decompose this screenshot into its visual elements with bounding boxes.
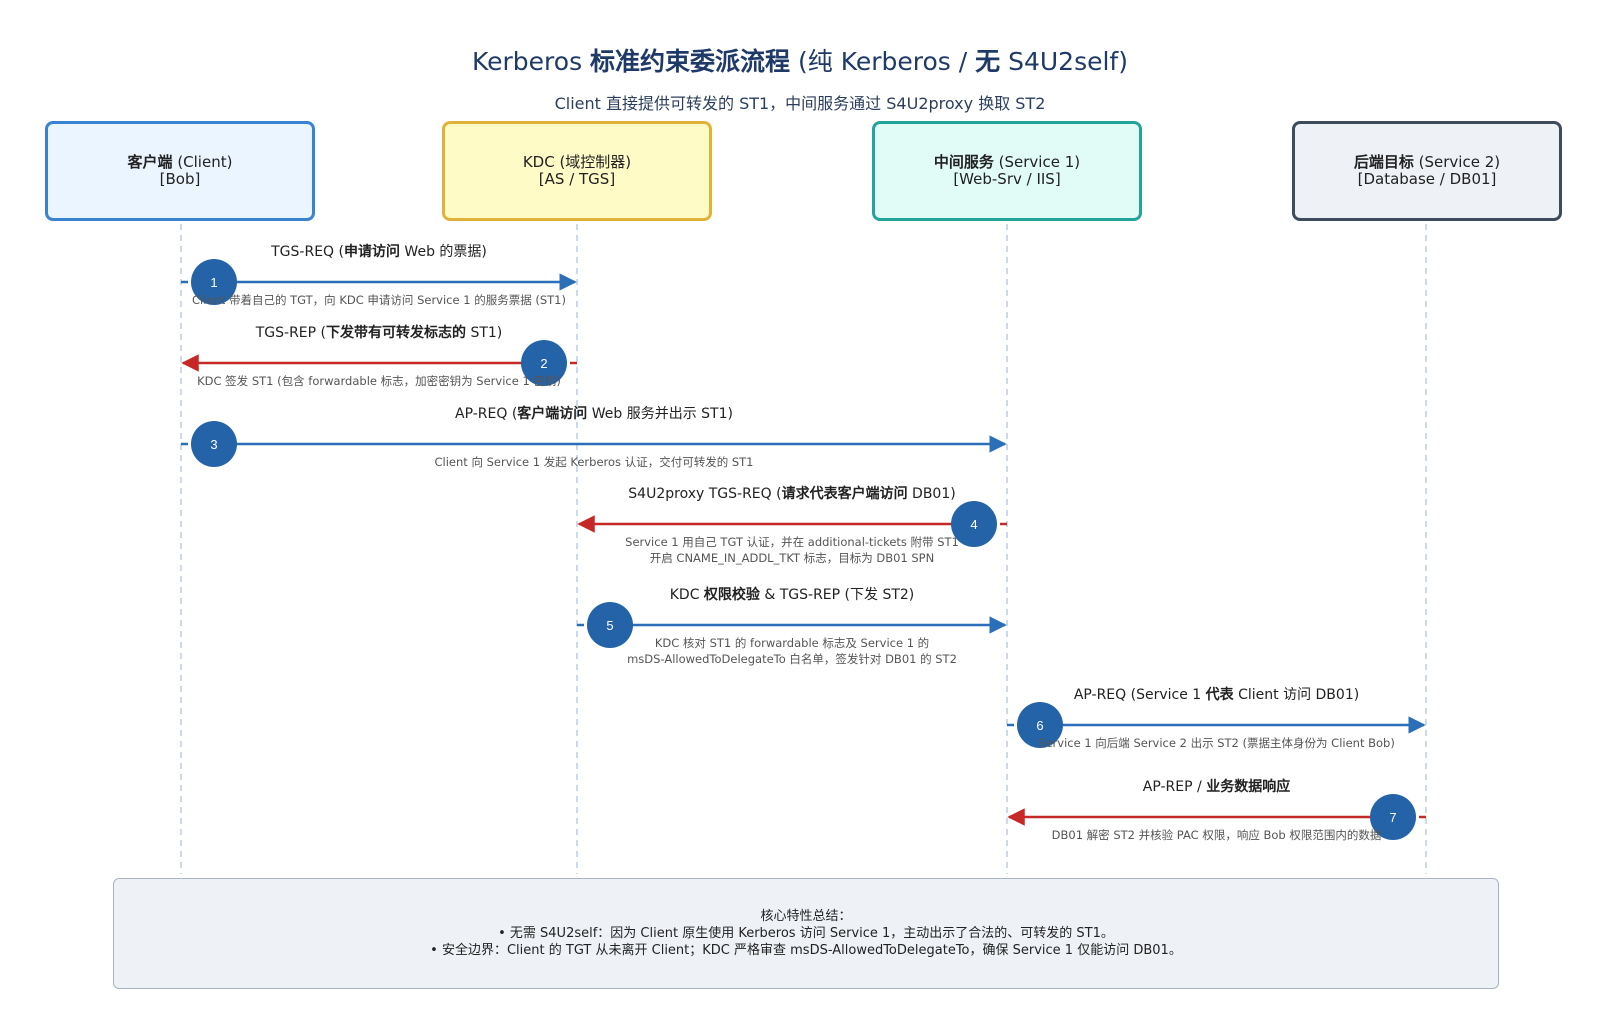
- summary-heading: 核心特性总结：: [760, 909, 852, 924]
- step-badge-2: [521, 340, 567, 386]
- step-number-5: 5: [606, 618, 613, 633]
- step-badge-6: [1017, 702, 1063, 748]
- summary-box: 核心特性总结： • 无需 S4U2self：因为 Client 原生使用 Ker…: [113, 878, 1499, 989]
- summary-line-2: • 安全边界：Client 的 TGT 从未离开 Client；KDC 严格审查…: [430, 943, 1182, 958]
- message-note-4: Service 1 用自己 TGT 认证，并在 additional-ticke…: [625, 535, 959, 565]
- message-label-7: AP-REP / 业务数据响应: [1142, 779, 1291, 795]
- message-7: 7: [1007, 794, 1426, 840]
- step-number-4: 4: [970, 517, 977, 532]
- participant-service2-sub: [Database / DB01]: [1357, 170, 1497, 188]
- message-label-4: S4U2proxy TGS-REQ (请求代表客户端访问 DB01): [628, 486, 956, 502]
- participant-service2-name: 后端目标: [1353, 153, 1414, 171]
- step-number-1: 1: [210, 275, 217, 290]
- step-badge-1: [191, 259, 237, 305]
- message-4: 4: [577, 501, 1007, 547]
- step-number-2: 2: [540, 356, 547, 371]
- message-note-1: Client 带着自己的 TGT，向 KDC 申请访问 Service 1 的服…: [192, 293, 566, 307]
- participant-service2: 后端目标 (Service 2) [Database / DB01]: [1292, 121, 1562, 221]
- participant-kdc-name: KDC (域控制器): [522, 153, 632, 171]
- summary-line-1: • 无需 S4U2self：因为 Client 原生使用 Kerberos 访问…: [498, 926, 1114, 941]
- message-note-7: DB01 解密 ST2 并核验 PAC 权限，响应 Bob 权限范围内的数据: [1051, 828, 1382, 842]
- message-label-3: AP-REQ (客户端访问 Web 服务并出示 ST1): [455, 406, 733, 422]
- message-note-6: Service 1 向后端 Service 2 出示 ST2 (票据主体身份为 …: [1038, 736, 1395, 750]
- message-5: 5: [577, 602, 1007, 648]
- message-6: 6: [1007, 702, 1426, 748]
- diagram-title: Kerberos 标准约束委派流程 (纯 Kerberos / 无 S4U2se…: [471, 47, 1128, 76]
- message-1: 1: [181, 259, 577, 305]
- participant-client-name: 客户端: [127, 153, 173, 171]
- message-label-6: AP-REQ (Service 1 代表 Client 访问 DB01): [1073, 687, 1360, 703]
- message-label-1: TGS-REQ (申请访问 Web 的票据): [271, 244, 487, 260]
- participant-client-sub: [Bob]: [159, 170, 201, 188]
- diagram-subtitle: Client 直接提供可转发的 ST1，中间服务通过 S4U2proxy 换取 …: [554, 94, 1046, 113]
- step-badge-5: [587, 602, 633, 648]
- participant-kdc: KDC (域控制器) [AS / TGS]: [442, 121, 712, 221]
- message-3: 3: [181, 421, 1007, 467]
- step-number-3: 3: [210, 437, 217, 452]
- message-label-2: TGS-REP (下发带有可转发标志的 ST1): [255, 325, 503, 341]
- step-badge-4: [951, 501, 997, 547]
- message-label-5: KDC 权限校验 & TGS-REP (下发 ST2): [669, 587, 915, 603]
- participant-service1-name: 中间服务: [933, 153, 994, 171]
- step-number-7: 7: [1389, 810, 1396, 825]
- message-note-2: KDC 签发 ST1 (包含 forwardable 标志，加密密钥为 Serv…: [197, 374, 561, 388]
- participant-service1: 中间服务 (Service 1) [Web-Srv / IIS]: [872, 121, 1142, 221]
- step-badge-7: [1370, 794, 1416, 840]
- participant-service1-sub: [Web-Srv / IIS]: [953, 170, 1061, 188]
- participant-kdc-sub: [AS / TGS]: [538, 170, 616, 188]
- step-badge-3: [191, 421, 237, 467]
- participant-client: 客户端 (Client) [Bob]: [45, 121, 315, 221]
- message-note-3: Client 向 Service 1 发起 Kerberos 认证，交付可转发的…: [434, 455, 754, 469]
- message-note-5: KDC 核对 ST1 的 forwardable 标志及 Service 1 的…: [627, 636, 957, 666]
- message-2: 2: [181, 340, 577, 386]
- step-number-6: 6: [1036, 718, 1043, 733]
